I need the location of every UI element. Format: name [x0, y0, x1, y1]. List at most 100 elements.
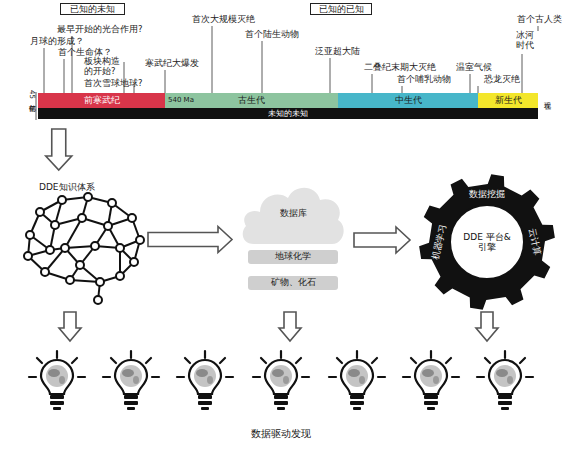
light-bulbs	[403, 351, 459, 410]
brain-network	[104, 222, 112, 230]
brain-network	[65, 218, 82, 248]
platform-gear: 数据挖掘机器学习DDE 平台&引擎云计算	[418, 170, 556, 314]
light-bulbs	[477, 351, 533, 410]
leader-lines	[64, 59, 65, 93]
brain-network	[136, 236, 144, 244]
era-band: 前寒武纪	[38, 93, 165, 108]
node-text: 地球化学	[248, 250, 338, 264]
leader-lines	[470, 74, 471, 93]
brain-network	[108, 199, 116, 207]
brain-network	[46, 246, 54, 254]
event-annotation: 二叠纪末期大灭绝	[364, 63, 436, 73]
flow-arrow	[354, 227, 410, 253]
event-annotation: 恐龙灭绝	[484, 75, 520, 85]
event-annotation: 最早开始的光合作用?	[57, 25, 143, 35]
node-text: DDE知识体系	[39, 181, 129, 194]
node-text: 未知的未知	[38, 108, 538, 119]
time-marker: 45亿年前	[28, 90, 36, 99]
node-text: 新生代	[478, 93, 538, 108]
brain-network	[36, 208, 44, 216]
brain-network	[130, 258, 138, 266]
leader-lines	[36, 26, 538, 120]
event-annotation: 泛亚超大陆	[315, 47, 360, 57]
leader-lines	[44, 48, 45, 93]
flow-arrow	[148, 227, 232, 253]
node-text: 已知的未知	[61, 4, 124, 14]
brain-network	[61, 244, 69, 252]
leader-lines	[165, 70, 166, 93]
brain-network	[41, 268, 49, 276]
leader-lines	[372, 74, 373, 93]
event-annotation: 板块构造的开始?	[84, 57, 122, 77]
node-text: 数据挖掘	[457, 187, 517, 201]
unknown-bar: 未知的未知	[38, 108, 538, 119]
leader-lines	[124, 62, 125, 93]
leader-lines	[478, 86, 479, 93]
leader-lines	[330, 58, 331, 93]
node-text: 古生代	[165, 93, 338, 108]
light-bulbs	[253, 351, 309, 410]
event-annotation: 首个古人类	[517, 15, 562, 25]
brain-network	[84, 193, 92, 201]
light-bulbs	[103, 351, 159, 410]
brain-network	[66, 276, 74, 284]
gear-hub	[450, 205, 524, 279]
brain-network	[24, 252, 32, 260]
down-arrows	[476, 312, 498, 341]
figure-caption: 数据驱动发现	[0, 428, 562, 440]
data-band: 矿物、化石	[248, 276, 338, 290]
light-bulbs	[329, 351, 385, 410]
brain-network	[24, 193, 144, 304]
node-text: 540 Ma	[168, 93, 204, 108]
light-bulbs	[29, 351, 85, 410]
database-cloud: 数据库地球化学矿物、化石	[240, 182, 346, 294]
brain-network	[24, 193, 144, 304]
brain-network	[116, 272, 124, 280]
down-arrows	[59, 312, 81, 341]
node-text: 前寒武纪	[38, 93, 165, 108]
node-text: DDE 平台&引擎	[460, 224, 514, 260]
event-annotation: 温室气候	[456, 63, 492, 73]
leader-lines	[522, 54, 523, 93]
leader-lines	[212, 26, 213, 93]
brain-network	[26, 231, 34, 239]
event-annotation: 月球的形成？	[30, 37, 84, 47]
event-annotation: 寒武纪大爆发	[145, 59, 199, 69]
down-arrows	[59, 312, 498, 341]
brain-network	[116, 244, 124, 252]
brain-network	[58, 196, 66, 204]
brain-network	[91, 242, 99, 250]
brain-network	[94, 296, 102, 304]
event-annotation: 首个陆生动物	[245, 30, 299, 40]
era-bracket-box: 已知的未知	[60, 3, 125, 15]
era-band: 新生代	[478, 93, 538, 108]
node-text: 数据库	[240, 206, 346, 220]
leader-lines	[538, 26, 539, 31]
leader-lines	[402, 86, 403, 93]
knowledge-network: DDE知识体系	[15, 180, 140, 302]
era-band: 540 Ma古生代	[165, 93, 338, 108]
brain-network	[51, 221, 59, 229]
era-band: 中生代	[338, 93, 478, 108]
node-text: 矿物、化石	[248, 276, 338, 290]
event-annotation: 首次大规模灭绝	[192, 15, 255, 25]
event-annotation: 首次雪球地球?	[84, 79, 143, 89]
brain-network	[76, 261, 84, 269]
brain-network	[128, 214, 136, 222]
flow-arrow	[46, 129, 72, 170]
era-bracket-box: 已知的已知	[310, 3, 372, 15]
data-band: 地球化学	[248, 250, 338, 264]
brain-network	[96, 278, 104, 286]
gear-shape	[419, 174, 555, 310]
down-arrows	[279, 312, 301, 341]
light-bulbs	[29, 351, 533, 410]
node-text: 中生代	[338, 93, 478, 108]
light-bulbs	[177, 351, 233, 410]
brain-network	[78, 214, 86, 222]
leader-lines	[262, 41, 263, 93]
node-text: 已知的已知	[311, 4, 371, 14]
event-annotation: 冰河时代	[516, 31, 535, 51]
